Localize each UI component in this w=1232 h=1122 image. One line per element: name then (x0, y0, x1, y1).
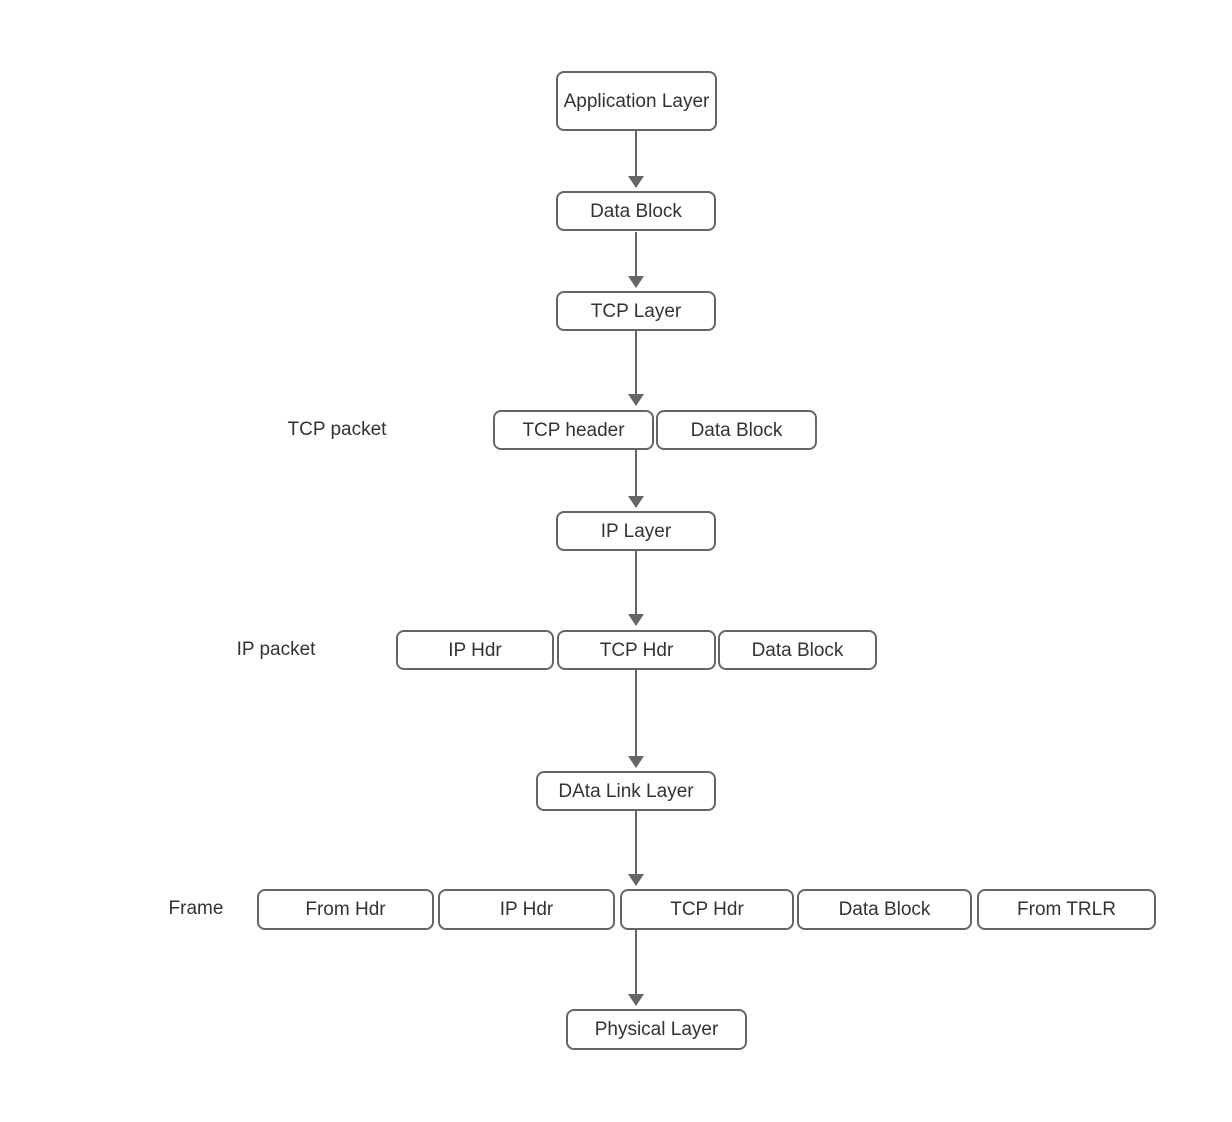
node-data-block-3: Data Block (718, 630, 877, 670)
node-physical-layer: Physical Layer (566, 1009, 747, 1050)
node-ip-layer: IP Layer (556, 511, 716, 551)
node-tcp-hdr-2: TCP Hdr (620, 889, 794, 930)
node-ip-hdr-2: IP Hdr (438, 889, 615, 930)
node-tcp-layer: TCP Layer (556, 291, 716, 331)
label-frame: Frame (168, 898, 224, 919)
node-data-block-2: Data Block (656, 410, 817, 450)
node-data-block-1: Data Block (556, 191, 716, 231)
node-tcp-header: TCP header (493, 410, 654, 450)
node-data-link-layer: DAta Link Layer (536, 771, 716, 811)
node-data-block-4: Data Block (797, 889, 972, 930)
node-from-trlr: From TRLR (977, 889, 1156, 930)
node-from-hdr: From Hdr (257, 889, 434, 930)
label-ip-packet: IP packet (236, 639, 316, 660)
node-ip-hdr-1: IP Hdr (396, 630, 554, 670)
node-application-layer: Application Layer (556, 71, 717, 131)
label-tcp-packet: TCP packet (287, 419, 387, 440)
node-tcp-hdr-1: TCP Hdr (557, 630, 716, 670)
